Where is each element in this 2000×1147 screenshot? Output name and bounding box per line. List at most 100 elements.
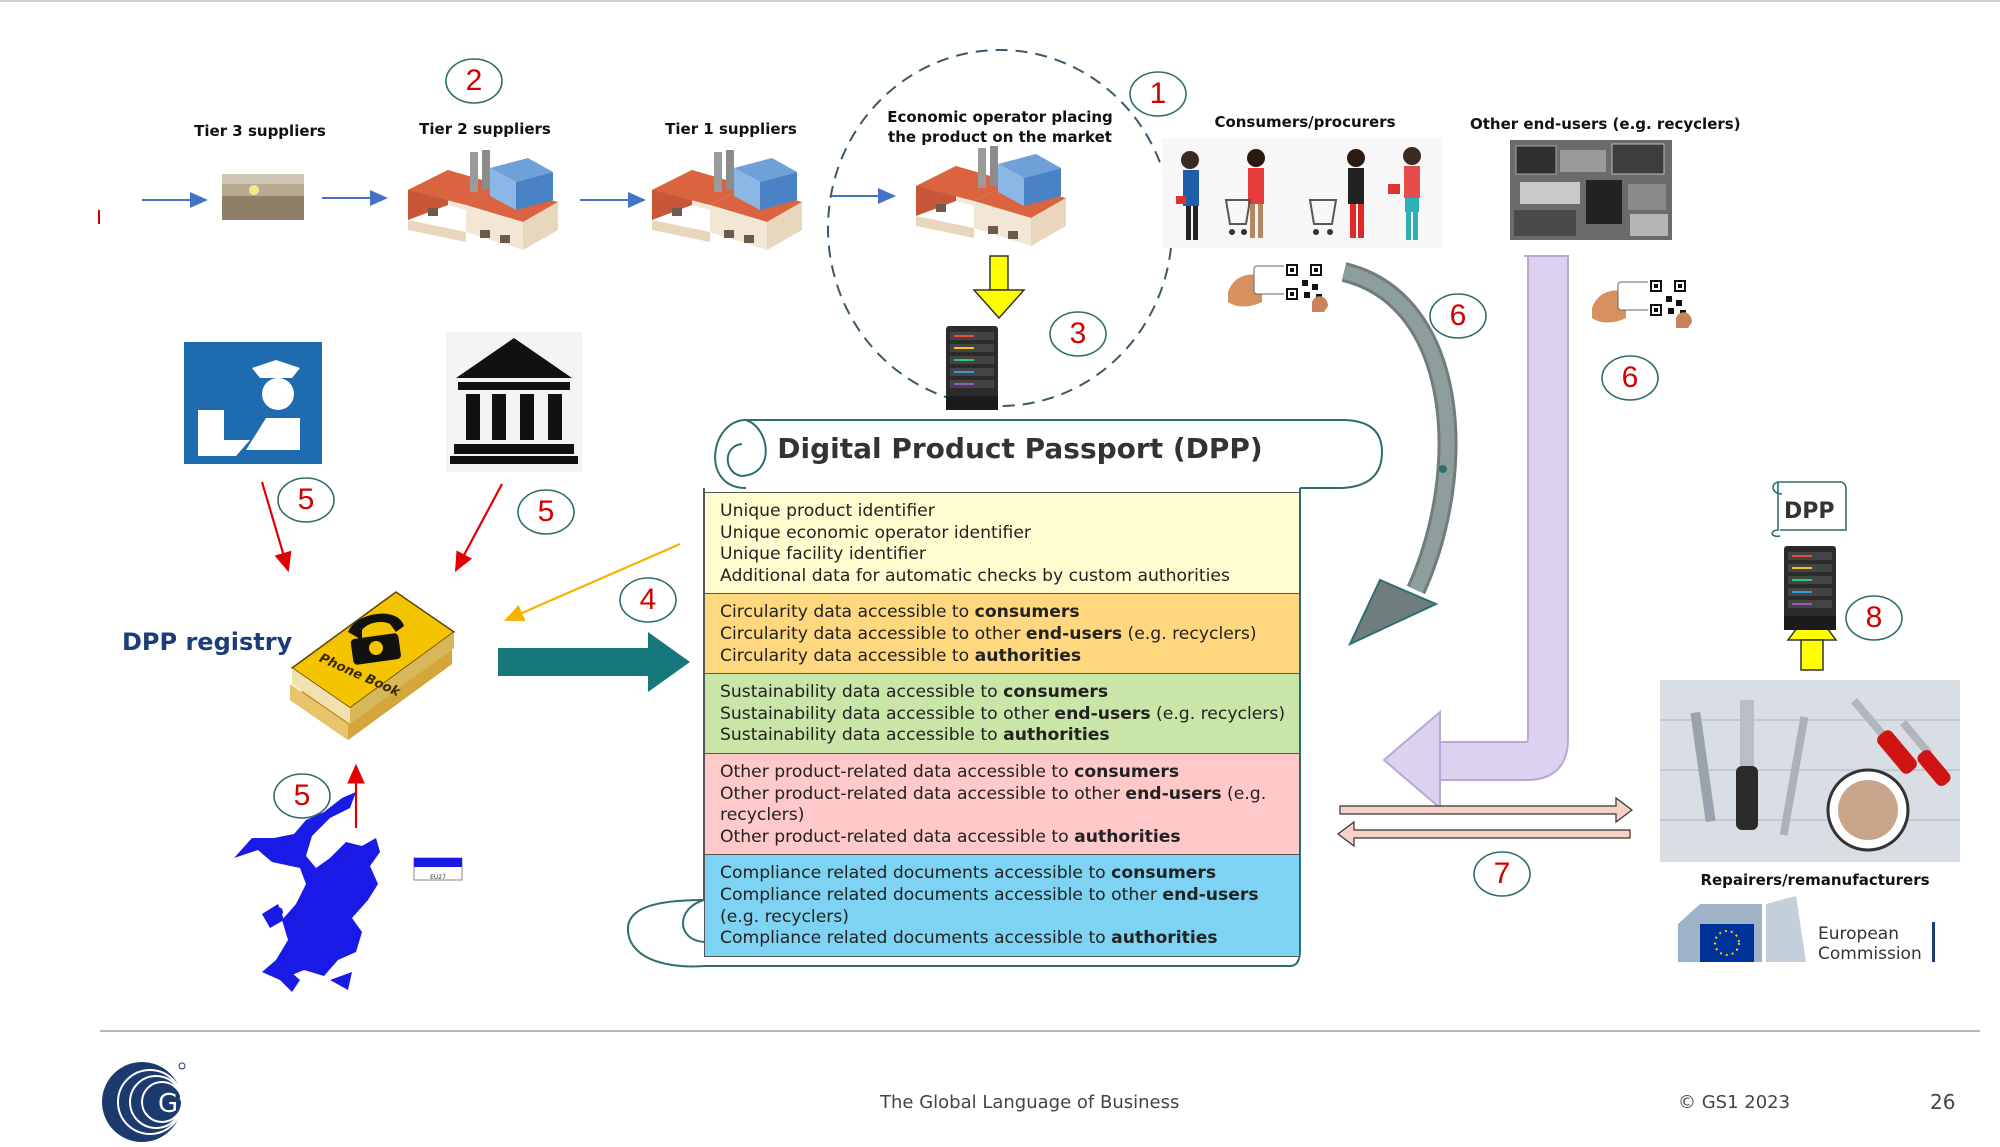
step-8: 8 — [1865, 601, 1883, 634]
mini-dpp-label: DPP — [1784, 499, 1835, 524]
top-rule — [0, 0, 2000, 2]
red-arrows — [260, 481, 503, 828]
footer-copyright: © GS1 2023 — [1678, 1092, 1791, 1113]
operator-label-line2: the product on the market — [888, 128, 1112, 146]
dpp-line-text: Other product-related data accessible to — [720, 826, 1075, 847]
teal-arrow — [498, 632, 690, 692]
step-1: 1 — [1149, 77, 1167, 110]
dpp-line-text: Compliance related documents accessible … — [720, 884, 1163, 905]
tier1-label: Tier 1 suppliers — [665, 120, 797, 138]
dpp-line-suffix: (e.g. — [1221, 783, 1267, 804]
dpp-line-suffix: (e.g. recyclers) — [1122, 623, 1257, 644]
dpp-line-emphasis: end-users — [1025, 623, 1123, 644]
dpp-line: Other product-related data accessible to… — [720, 827, 1287, 849]
yellow-down-arrow — [972, 255, 1026, 320]
dpp-line: Circularity data accessible to authoriti… — [720, 646, 1287, 668]
mini-dpp-scroll — [1771, 481, 1847, 538]
dpp-line: Sustainability data accessible to consum… — [720, 682, 1287, 704]
operator-label-line1: Economic operator placing — [887, 108, 1113, 126]
european-commission-logo — [1678, 896, 1935, 962]
dpp-section: Circularity data accessible to consumers… — [704, 594, 1300, 675]
customs-officer-icon — [184, 342, 322, 464]
consumers-label: Consumers/procurers — [1214, 113, 1396, 131]
page-number: 26 — [1930, 1090, 1956, 1114]
double-arrow-7 — [1337, 796, 1633, 848]
lavender-l-arrow — [1382, 255, 1569, 811]
repairers-label: Repairers/remanufacturers — [1700, 871, 1930, 889]
dpp-registry-label: DPP registry — [122, 628, 293, 656]
dpp-line-text: Compliance related documents accessible … — [720, 863, 1112, 884]
dpp-line: Unique facility identifier — [720, 544, 1287, 566]
dpp-line: Other product-related data accessible to… — [720, 762, 1287, 784]
ec-text: European Commission — [1818, 924, 1922, 964]
dpp-line: Other product-related data accessible to… — [720, 784, 1287, 806]
tier3-label: Tier 3 suppliers — [194, 122, 326, 140]
tier2-factory-icon — [408, 150, 558, 250]
ec-line2: Commission — [1818, 944, 1922, 964]
mini-dpp-server-icon — [1784, 546, 1836, 630]
phone-book-icon — [290, 591, 456, 740]
dpp-line-emphasis: end-users — [1162, 884, 1259, 905]
dpp-line: Compliance related documents accessible … — [720, 863, 1287, 885]
qr-code-scan-icon — [1227, 261, 1329, 313]
supply-chain-arrows — [142, 188, 896, 208]
footer-tagline: The Global Language of Business — [880, 1092, 1180, 1113]
eu-map-image — [234, 792, 463, 992]
dpp-line: recyclers) — [720, 805, 1287, 827]
footer-rule — [100, 1030, 1980, 1032]
dpp-line-text: Unique economic operator identifier — [720, 522, 1031, 543]
operator-server-icon — [946, 326, 998, 410]
dpp-line-emphasis: end-users — [1125, 783, 1222, 804]
dpp-line-text: Circularity data accessible to other — [720, 623, 1026, 644]
dpp-line-text: Circularity data accessible to — [720, 602, 975, 623]
edge-mark — [98, 210, 100, 224]
tier2-label: Tier 2 suppliers — [419, 120, 551, 138]
tier1-factory-icon — [652, 150, 802, 250]
dpp-line: Sustainability data accessible to other … — [720, 704, 1287, 726]
dpp-line-emphasis: end-users — [1054, 703, 1151, 724]
qr-code-scan-icon-2 — [1591, 277, 1693, 329]
dpp-line-suffix: (e.g. recyclers) — [1150, 703, 1286, 724]
dpp-line-emphasis: consumers — [1111, 863, 1217, 884]
gray-curved-arrow — [1341, 262, 1458, 647]
dpp-line-text: recyclers) — [720, 805, 805, 826]
dpp-line-text: Additional data for automatic checks by … — [720, 565, 1230, 586]
dpp-line-emphasis: authorities — [1111, 928, 1218, 949]
step-5-eu: 5 — [293, 779, 311, 812]
dpp-line: Additional data for automatic checks by … — [720, 566, 1287, 588]
gs1-logo — [102, 1062, 186, 1142]
dpp-section: Compliance related documents accessible … — [704, 855, 1300, 957]
dpp-line-text: Sustainability data accessible to — [720, 725, 1004, 746]
dpp-line: (e.g. recyclers) — [720, 907, 1287, 929]
step-3: 3 — [1069, 317, 1087, 350]
dpp-line-text: Circularity data accessible to — [720, 645, 975, 666]
dpp-line-text: Compliance related documents accessible … — [720, 928, 1112, 949]
ewaste-image — [1510, 140, 1672, 240]
dpp-line-emphasis: authorities — [1003, 725, 1110, 746]
step-6-consumers: 6 — [1449, 299, 1467, 332]
dpp-line-text: Sustainability data accessible to other — [720, 703, 1055, 724]
dpp-line: Circularity data accessible to other end… — [720, 624, 1287, 646]
dpp-line-emphasis: consumers — [1074, 761, 1180, 782]
consumers-image — [1162, 138, 1442, 248]
dpp-line: Circularity data accessible to consumers — [720, 602, 1287, 624]
dpp-line-text: Other product-related data accessible to… — [720, 783, 1126, 804]
repair-tools-image — [1660, 680, 1960, 862]
dpp-line-emphasis: consumers — [1003, 682, 1109, 703]
step-6-other: 6 — [1621, 361, 1639, 394]
step-2: 2 — [465, 64, 483, 97]
dpp-line-text: Sustainability data accessible to — [720, 682, 1004, 703]
step-5-customs: 5 — [297, 483, 315, 516]
cotton-field-image — [222, 174, 304, 220]
eu-flag-caption: EU27 — [430, 874, 446, 881]
dpp-line-text: (e.g. recyclers) — [720, 906, 849, 927]
dpp-line-text: Unique facility identifier — [720, 544, 926, 565]
gs1-logo-text: GS1 — [158, 1089, 211, 1119]
government-building-icon — [446, 332, 582, 472]
dpp-line: Compliance related documents accessible … — [720, 928, 1287, 950]
dpp-line-emphasis: authorities — [974, 645, 1082, 666]
dpp-line: Compliance related documents accessible … — [720, 885, 1287, 907]
